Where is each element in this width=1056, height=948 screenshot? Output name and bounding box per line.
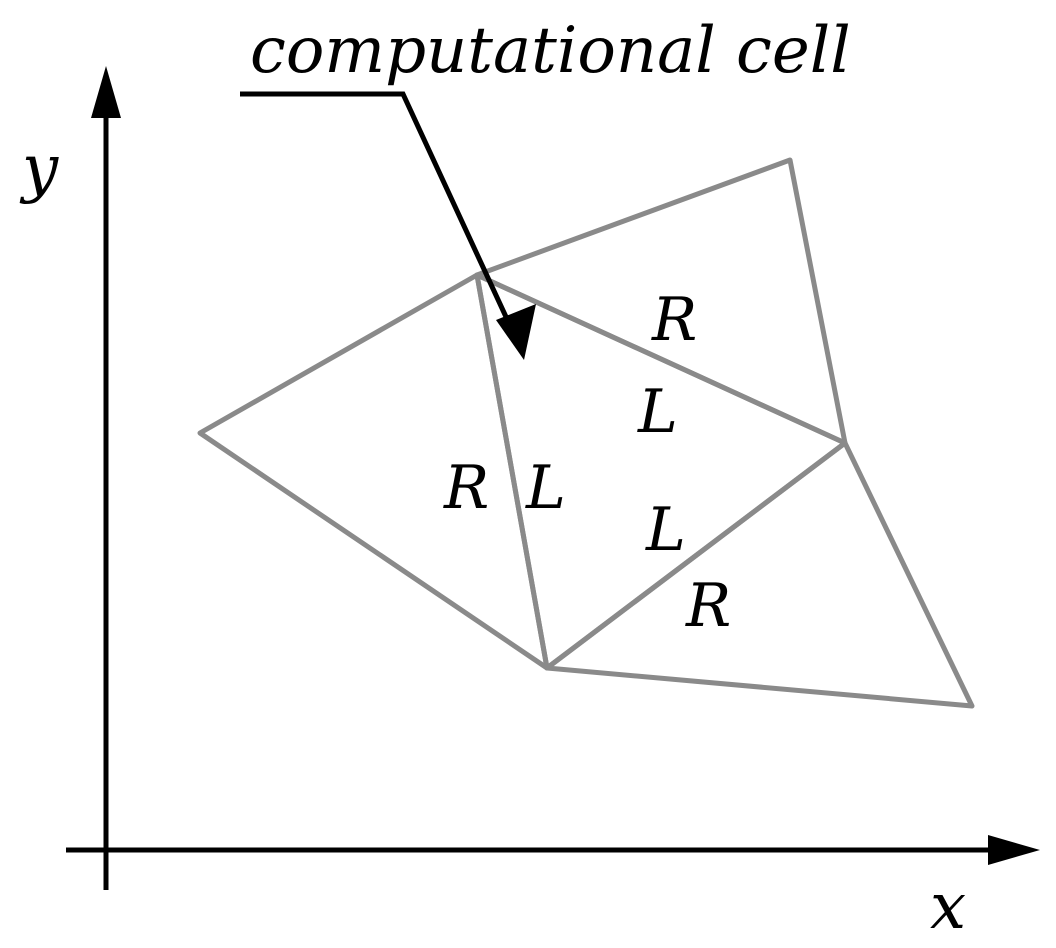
callout-leader-line xyxy=(240,91,522,347)
axes: y x xyxy=(19,66,1040,944)
callout-arrowhead xyxy=(496,304,536,360)
annotation-callout: computational cell xyxy=(240,14,851,360)
edge-label-left-r: R xyxy=(443,453,489,523)
y-axis-arrowhead xyxy=(91,66,121,118)
triangle-mesh xyxy=(197,157,975,709)
left-cell xyxy=(197,272,550,671)
top-cell xyxy=(474,157,848,446)
y-axis-label: y xyxy=(19,132,59,206)
edge-label-lower-l: L xyxy=(645,495,686,565)
x-axis-arrowhead xyxy=(988,835,1040,865)
edge-label-upper-r: R xyxy=(651,285,697,355)
edge-label-left-l: L xyxy=(525,453,566,523)
edge-labels: R L R L L R xyxy=(443,285,731,641)
x-axis-label: x xyxy=(930,870,966,944)
edge-label-upper-l: L xyxy=(637,377,678,447)
edge-label-lower-r: R xyxy=(685,571,731,641)
bottom-cell xyxy=(544,440,975,709)
annotation-label: computational cell xyxy=(250,14,851,88)
